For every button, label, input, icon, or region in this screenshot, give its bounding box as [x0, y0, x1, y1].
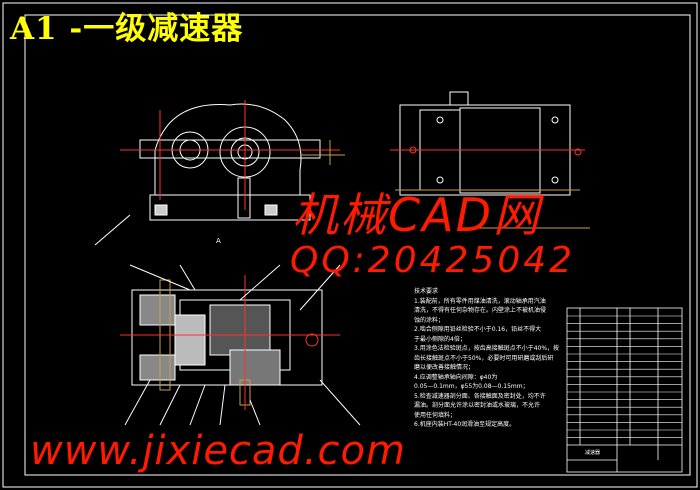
technical-requirement-line: 清洗，不得有任何杂物存在。内壁涂上不被机油侵 [414, 307, 547, 314]
technical-requirement-line: 3.用涂色法检验斑点，按齿高接触斑点不小于40%，按 [414, 345, 560, 352]
technical-requirement-line: 6.机座内装HT-40润滑油至规定高度。 [414, 421, 516, 428]
watermark-site-cn: 机械CAD网 [292, 188, 542, 242]
title-block-drawing-name: 减速器 [585, 450, 601, 456]
technical-requirement-line: 2.啮合侧隙用铅丝检验不小于0.16，铅丝不得大 [414, 326, 542, 333]
drawing-title: A1 -一级减速器 [10, 11, 244, 47]
top-view [390, 91, 590, 229]
parts-list-rows [567, 315, 682, 438]
technical-requirement-line: 蚀的涂料； [414, 316, 445, 324]
technical-requirement-line: 5.检查减速器剖分面、各接触面及密封处，均不许 [414, 392, 546, 400]
watermark-qq: QQ:20425042 [290, 240, 576, 281]
technical-requirement-line: 于最小侧隙的4倍； [414, 335, 466, 343]
section-view [120, 264, 361, 426]
inner-frame [24, 14, 691, 476]
front-view [94, 100, 345, 246]
technical-requirement-line: 1.装配前，所有零件用煤油清洗，滚动轴承用汽油 [414, 297, 546, 305]
section-mark: A [216, 237, 221, 245]
technical-requirement-line: 齿长接触斑点不小于50%，必要时可用研磨或刮后研 [414, 354, 554, 362]
technical-requirement-line: 0.05—0.1mm，φ55为0.08—0.15mm； [414, 383, 529, 390]
technical-requirement-line: 使用任何填料； [414, 411, 457, 419]
technical-requirement-line: 漏油。剖分面允许涂以密封油或水玻璃，不允许 [414, 402, 541, 409]
parts-list-table [566, 307, 683, 473]
technical-requirement-line: 4.应调整轴承轴向间隙：φ40为 [414, 373, 498, 381]
technical-requirements: 技术要求 1.装配前，所有零件用煤油清洗，滚动轴承用汽油清洗，不得有任何杂物存在… [414, 287, 564, 430]
watermark-url: www.jixiecad.com [30, 428, 406, 474]
technical-requirements-heading: 技术要求 [414, 288, 439, 295]
technical-requirement-line: 磨以便改善接触情况； [414, 364, 475, 371]
